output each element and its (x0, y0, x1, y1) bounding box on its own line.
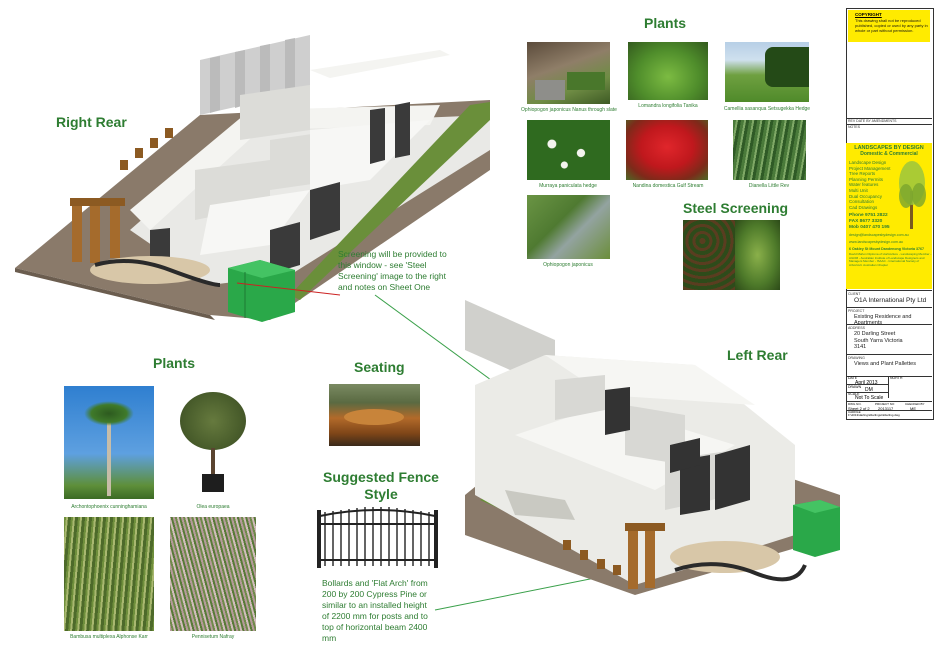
firm-name: LANDSCAPES BY DESIGN (854, 145, 924, 151)
firm-phone: Phone 9751 2822 (849, 213, 888, 219)
firm-email: design@landscapesbydesign.com.au (849, 233, 909, 238)
plant-caption-archontophoenix: Archontophoenix cunninghamiana (71, 504, 147, 510)
left-rear-heading: Left Rear (727, 347, 788, 363)
copyright-box: COPYRIGHT This drawing shall not be repr… (848, 10, 930, 42)
firm-sub: Domestic & Commercial (860, 151, 918, 157)
checked-value: ME (910, 406, 916, 411)
plant-caption-lomandra: Lomandra longifolia Tanika (638, 103, 698, 109)
plant-caption-ophiopogon: Ophiopogon japonicus (543, 262, 593, 268)
rev-divider (846, 118, 932, 119)
client-name: O1A International Pty Ltd (854, 297, 927, 304)
firm-box: LANDSCAPES BY DESIGN Domestic & Commerci… (846, 143, 932, 289)
right-rear-render (15, 35, 490, 322)
plant-photo-dianella (733, 120, 806, 180)
bollards-note: Bollards and 'Flat Arch' from 200 by 200… (322, 578, 428, 643)
plant-photo-murraya (527, 120, 610, 180)
plant-caption-camellia: Camellia sasanqua Setsugekka Hedge (723, 106, 811, 112)
firm-address: 6 Oakley St Mount Dandenong Victoria 376… (849, 246, 925, 251)
plant-caption-bambusa: Bambusa multiplexa Alphonse Karr (70, 634, 148, 640)
notes-divider (846, 124, 932, 125)
steel-screening-heading: Steel Screening (683, 200, 789, 216)
plant-caption-ophiopogon-slate: Ophiopogon japonicus Nanus through slate (521, 107, 617, 113)
drawing-title: Views and Plant Pallettes (854, 361, 916, 367)
plant-photo-bambusa (64, 517, 154, 631)
fence-heading: Suggested Fence Style (323, 469, 439, 502)
copyright-text: This drawing shall not be reproduced pub… (855, 18, 928, 33)
cadfile-value: F:\2013\darling\2darlingst\2darling.dwg (848, 413, 900, 417)
plant-photo-olea (172, 388, 254, 500)
address-row: ADDRESS 20 Darling Street South Yarra Vi… (846, 324, 932, 353)
firm-services: Landscape Design Project Management Tree… (849, 160, 891, 210)
firm-web: www.landscapesbydesign.com.au (849, 239, 903, 244)
fence-drawing (317, 507, 438, 568)
project-row: PROJECT Existing Residence and Apartment… (846, 307, 932, 326)
drawn-value: DM (865, 387, 873, 393)
plant-photo-lomandra (628, 42, 708, 100)
project-name: Existing Residence and Apartments (854, 314, 912, 326)
notes-label: NOTES (848, 125, 861, 129)
firm-fax: FAX 8677 3320 (849, 219, 883, 225)
site-address: 20 Darling Street South Yarra Victoria 3… (854, 331, 903, 350)
plants-left-heading: Plants (153, 355, 196, 371)
screening-note: Screening will be provided to this windo… (338, 249, 447, 292)
copyright-title: COPYRIGHT (855, 12, 882, 17)
seating-heading: Seating (354, 359, 405, 375)
plant-caption-pennisetum: Pennisetum Nafray (191, 634, 235, 640)
details-grid (846, 376, 932, 419)
firm-mob: Mob 0407 470 195 (849, 225, 890, 231)
scale-value: Not To Scale (855, 395, 884, 401)
tree-logo-icon (899, 161, 926, 229)
left-rear-render (465, 300, 840, 595)
firm-credentials: David Mahon Diploma of Horticulture - La… (849, 252, 932, 267)
plants-top-heading: Plants (644, 15, 687, 31)
plant-photo-nandina (626, 120, 708, 180)
rev-header: REV DATE BY AMENDMENTS (848, 119, 897, 123)
plant-photo-ophiopogon (527, 195, 610, 259)
drawing-row: DRAWING Views and Plant Pallettes (846, 354, 932, 375)
seating-photo (329, 384, 420, 446)
date-value: April 2013 (855, 380, 878, 386)
client-row: CLIENT O1A International Pty Ltd (846, 290, 932, 307)
right-rear-heading: Right Rear (56, 114, 127, 130)
plant-caption-olea: Olea europaea (196, 504, 230, 510)
plant-photo-pennisetum (170, 517, 256, 631)
plant-caption-nandina: Nandina domestica Gulf Stream (632, 183, 704, 189)
plant-photo-ophiopogon-slate (527, 42, 610, 104)
firm-contacts: Phone 9751 2822 FAX 8677 3320 Mob 0407 4… (849, 213, 932, 231)
steel-screening-photo (683, 220, 780, 290)
plant-caption-murraya: Murraya paniculata hedge (539, 183, 597, 189)
fence-photo (315, 502, 440, 572)
dwg-value: Sheet 2 of 2 (848, 406, 870, 411)
projno-value: 2013117 (878, 406, 894, 411)
plant-caption-dianella: Dianella Little Rev (748, 183, 790, 189)
plant-photo-camellia (725, 42, 809, 102)
plant-photo-archontophoenix (64, 386, 154, 499)
screening-leader-line (236, 282, 341, 296)
